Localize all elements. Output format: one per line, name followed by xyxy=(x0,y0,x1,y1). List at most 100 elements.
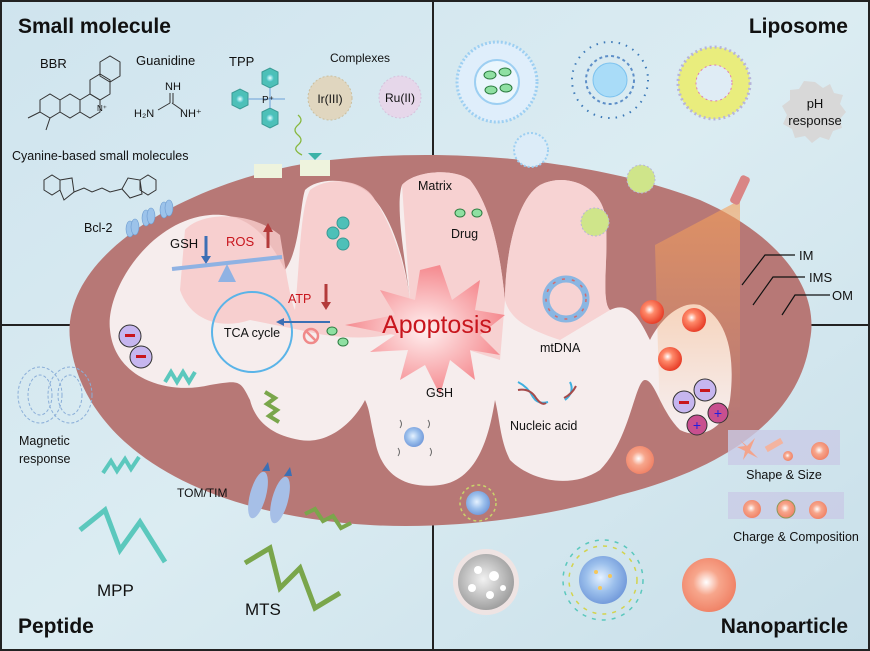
peptide-teal-medium xyxy=(101,455,141,475)
charge-negative-np xyxy=(776,499,796,519)
liposome-yellow-small-1 xyxy=(626,164,656,194)
gsh-arrow-head-icon xyxy=(201,256,211,264)
label-om: OM xyxy=(832,288,853,303)
guanidine-h2n: H₂N xyxy=(134,108,154,120)
inhibit-icon xyxy=(302,327,320,345)
cyanine-structure-icon xyxy=(43,174,157,201)
bbr-n-plus: N⁺ xyxy=(97,104,107,113)
label-tom-tim: TOM/TIM xyxy=(177,486,227,500)
charged-particles-icon: + + xyxy=(672,378,729,436)
label-atp-down: ATP xyxy=(288,292,311,306)
label-ims: IMS xyxy=(809,270,832,285)
guanidine-nh-plus: NH⁺ xyxy=(180,108,202,120)
svg-text:+: + xyxy=(693,417,701,433)
label-im: IM xyxy=(799,248,813,263)
negative-particles-icon xyxy=(118,324,153,369)
label-gsh: GSH xyxy=(426,386,453,400)
label-shape-size: Shape & Size xyxy=(746,468,822,482)
title-peptide: Peptide xyxy=(18,615,94,638)
gsh-responsive-nanoparticle-icon xyxy=(397,419,432,457)
balance-fulcrum-icon xyxy=(218,264,236,282)
peptide-linker-icon xyxy=(294,114,303,156)
liposome-drug-loaded xyxy=(455,40,539,124)
apoptosis-starburst xyxy=(345,265,505,395)
magnetic-line1: Magnetic xyxy=(19,434,70,448)
star-shape-icon xyxy=(737,438,758,460)
tpp-structure-icon xyxy=(231,67,285,129)
tca-cycle-ring-icon xyxy=(211,291,293,373)
micelle-blue xyxy=(571,41,649,119)
membrane-channel-1 xyxy=(254,164,282,178)
nanoparticle-orange-1 xyxy=(640,300,664,324)
drug-capsules-icon xyxy=(326,326,349,347)
label-ir: Ir(III) xyxy=(317,92,342,106)
label-gsh-down: GSH xyxy=(170,236,198,251)
label-mpp: MPP xyxy=(97,581,134,600)
label-mts: MTS xyxy=(245,600,281,619)
peptide-teal-small xyxy=(163,368,197,386)
liposome-yellow-small-2 xyxy=(580,207,610,237)
membrane-channel-2 xyxy=(300,160,330,176)
svg-text:+: + xyxy=(714,405,722,421)
label-ru: Ru(II) xyxy=(385,91,415,105)
title-small-molecule: Small molecule xyxy=(18,15,171,38)
atp-arrow-head-icon xyxy=(321,302,331,310)
size-small-icon xyxy=(783,451,793,461)
guanidine-bonds xyxy=(157,93,183,111)
nanoparticle-orange-2 xyxy=(682,308,706,332)
ph-response-line1: pH xyxy=(807,96,824,111)
polymer-coated-np xyxy=(562,539,644,621)
label-charge-composition: Charge & Composition xyxy=(733,530,859,544)
label-bbr: BBR xyxy=(40,56,67,71)
ru-complex-circle xyxy=(378,75,422,119)
tpp-p-plus: P⁺ xyxy=(262,95,274,106)
mtdna-ring-icon xyxy=(542,275,590,323)
peptide-green-small xyxy=(263,390,281,424)
nanoparticle-salmon-small xyxy=(626,446,654,474)
tca-arrow-head-icon xyxy=(276,318,284,326)
title-liposome: Liposome xyxy=(749,15,848,38)
channel-triangle-icon xyxy=(308,153,322,160)
magnetic-line2: response xyxy=(19,452,70,466)
mts-peptide-icon xyxy=(243,544,342,612)
liposome-yellow xyxy=(676,45,752,121)
gold-np-large xyxy=(682,558,736,612)
mpp-peptide-icon xyxy=(78,505,168,564)
label-tca: TCA cycle xyxy=(224,326,280,340)
size-large-icon xyxy=(811,442,829,460)
peptide-green-medium xyxy=(304,506,352,531)
membrane-labels xyxy=(741,254,830,316)
nanoparticle-polymer-small xyxy=(459,484,497,522)
label-nucleic-acid: Nucleic acid xyxy=(510,419,577,433)
tom-tim-channel-icon xyxy=(248,462,292,524)
nucleic-acid-icon xyxy=(517,381,577,405)
ros-arrow-head-icon xyxy=(263,223,273,232)
label-cyanine: Cyanine-based small molecules xyxy=(12,149,188,163)
label-guanidine: Guanidine xyxy=(136,53,195,68)
label-ros-up: ROS xyxy=(226,234,255,249)
matrix-upper-pink xyxy=(180,181,410,338)
balance-beam-icon xyxy=(171,255,283,271)
label-complexes: Complexes xyxy=(330,51,390,65)
label-tpp: TPP xyxy=(229,54,254,69)
matrix-drug-icon xyxy=(454,208,483,218)
rod-shape-icon xyxy=(764,437,784,453)
laser-icon xyxy=(730,175,750,205)
label-mtdna: mtDNA xyxy=(540,341,581,355)
ph-response-badge xyxy=(782,81,846,143)
mesoporous-silica-np xyxy=(453,549,519,615)
charge-positive-np xyxy=(743,500,761,518)
ir-complex-circle xyxy=(307,75,353,121)
label-bcl2: Bcl-2 xyxy=(84,221,113,235)
label-drug: Drug xyxy=(451,227,478,241)
composition-np xyxy=(809,501,827,519)
bcl2-protein-icons xyxy=(125,199,174,238)
guanidine-nh: NH xyxy=(165,81,181,93)
bbr-structure-icon xyxy=(27,55,121,131)
liposome-small xyxy=(513,132,549,168)
title-nanoparticle: Nanoparticle xyxy=(721,615,848,638)
magnetic-field-icon xyxy=(17,366,93,424)
label-matrix: Matrix xyxy=(418,179,453,193)
